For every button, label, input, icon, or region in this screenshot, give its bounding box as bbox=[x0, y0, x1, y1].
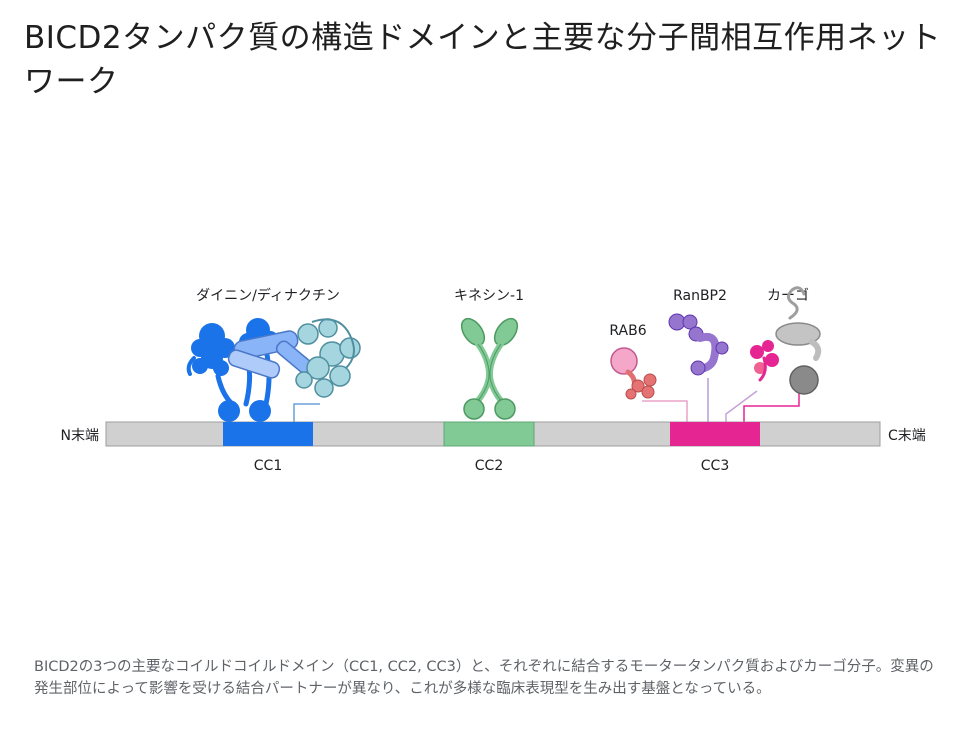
ranbp2-icon bbox=[668, 313, 729, 376]
dynein-dynactin-label: ダイニン/ディナクチン bbox=[196, 287, 340, 304]
dynein-dynactin-icon bbox=[186, 318, 361, 422]
ranbp2-label: RanBP2 bbox=[673, 288, 727, 304]
n-terminus-label: N末端 bbox=[61, 428, 99, 444]
cc3-connectors bbox=[293, 378, 800, 423]
rab6-connector bbox=[642, 400, 688, 423]
kinesin-icon bbox=[460, 317, 519, 420]
dynein-connector bbox=[293, 403, 320, 423]
rab6-label: RAB6 bbox=[609, 323, 646, 339]
cargo-connector-1 bbox=[725, 390, 758, 423]
domain-cc1 bbox=[223, 422, 313, 446]
domain-cc2 bbox=[443, 421, 535, 447]
domain-diagram: N末端 C末端 CC1 CC2 CC3 ダイニン/ディナクチン キネシン-1 R… bbox=[22, 208, 946, 628]
cargo-connector-2 bbox=[743, 390, 800, 423]
cargo-icon bbox=[750, 286, 822, 395]
domain-cc3 bbox=[670, 422, 760, 446]
page-title: BICD2タンパク質の構造ドメインと主要な分子間相互作用ネットワーク bbox=[24, 20, 942, 100]
kinesin-label: キネシン-1 bbox=[454, 288, 524, 304]
diagram-svg: N末端 C末端 CC1 CC2 CC3 ダイニン/ディナクチン キネシン-1 R… bbox=[61, 286, 926, 474]
cc2-label: CC2 bbox=[475, 458, 503, 474]
figure-caption: BICD2の3つの主要なコイルドコイルドメイン（CC1, CC2, CC3）と、… bbox=[34, 659, 934, 697]
c-terminus-label: C末端 bbox=[888, 428, 926, 444]
rab6-icon bbox=[610, 347, 657, 400]
cc3-label: CC3 bbox=[701, 458, 729, 474]
cc1-label: CC1 bbox=[254, 458, 282, 474]
